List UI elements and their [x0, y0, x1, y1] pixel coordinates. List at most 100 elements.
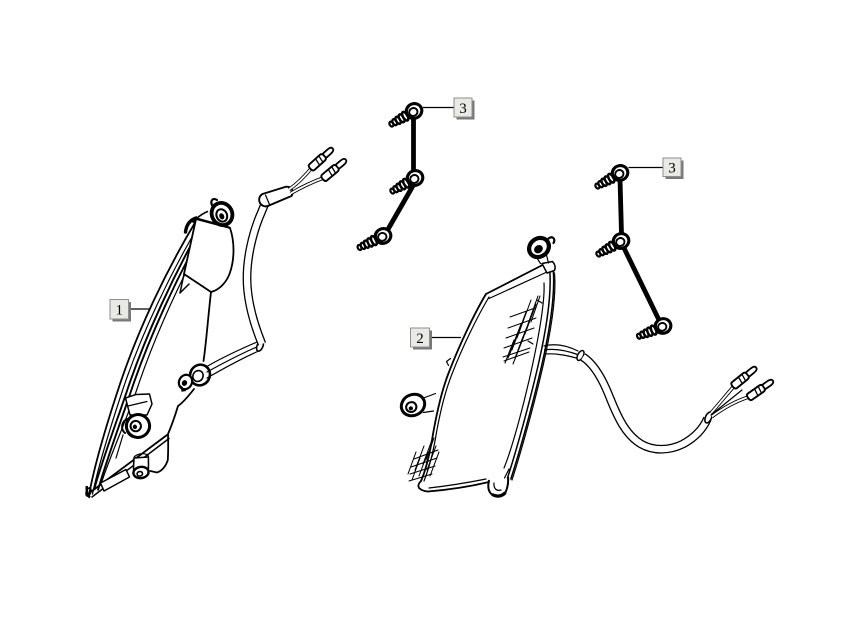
- harness-wire: [205, 341, 258, 368]
- callout-1-label: 1: [115, 303, 123, 319]
- detail-stroke: [121, 418, 129, 434]
- apex-hook-line: [195, 210, 209, 220]
- hatch-line: [413, 449, 439, 460]
- lens-bottom-corner: [417, 480, 429, 493]
- callout-1[interactable]: 1: [109, 299, 150, 322]
- lens-top-edge: [485, 263, 545, 295]
- lens-outer-edge: [88, 220, 197, 496]
- housing-right-edge: [202, 291, 212, 362]
- detail-stroke: [581, 354, 711, 453]
- hatch-line: [503, 351, 530, 362]
- screw-set-drawing-right: [592, 161, 676, 345]
- detail-stroke: [493, 482, 502, 491]
- callout-3-left[interactable]: 3: [423, 97, 475, 120]
- detail-stroke: [133, 453, 149, 459]
- wire-stub-socket: [177, 363, 212, 392]
- socket-clip: [126, 430, 134, 438]
- harness-wire: [543, 348, 580, 356]
- harness-wire: [543, 344, 579, 352]
- detail-stroke: [508, 269, 553, 480]
- detail-stroke: [711, 395, 751, 418]
- detail-ellipse: [136, 470, 144, 477]
- hatch-line: [411, 457, 421, 481]
- grommet-icon: [209, 200, 235, 228]
- detail-ellipse: [124, 413, 152, 439]
- bulb-socket-ring: [399, 392, 427, 418]
- detail-stroke: [504, 476, 510, 493]
- detail-stroke: [115, 434, 124, 459]
- lens-bottom-edge: [427, 481, 490, 493]
- detail-ellipse: [408, 406, 413, 411]
- detail-ellipse: [215, 208, 229, 223]
- detail-stroke: [710, 389, 743, 416]
- detail-ellipse: [181, 380, 188, 386]
- screw-icon: [386, 99, 426, 129]
- detail-stroke: [487, 479, 493, 496]
- hatch-line: [502, 347, 531, 358]
- detail-ellipse: [399, 392, 427, 418]
- detail-stroke: [445, 357, 452, 367]
- callout-3-left-label: 3: [459, 101, 467, 117]
- hatch-line: [429, 451, 440, 477]
- callout-3-right-box: [662, 157, 682, 177]
- harness-wire: [544, 353, 581, 360]
- hatch-line: [512, 335, 525, 365]
- harness-sleeve: [258, 185, 294, 208]
- detail-stroke: [422, 392, 437, 414]
- housing-lower-edge: [149, 388, 195, 474]
- hatch-line: [511, 311, 527, 351]
- housing-top-face: [183, 218, 235, 293]
- lens-inner-edge: [91, 223, 201, 495]
- harness-wire: [206, 349, 262, 379]
- callout-2-label: 2: [416, 331, 424, 347]
- lens-tip-edge: [85, 485, 91, 499]
- detail-ellipse: [219, 213, 225, 220]
- detail-ellipse: [132, 424, 138, 430]
- detail-stroke: [180, 385, 187, 392]
- hatch-line: [408, 473, 433, 482]
- grommet-tab: [210, 197, 219, 208]
- lens-left-edge: [420, 293, 487, 482]
- callout-3-right-label: 3: [668, 161, 676, 177]
- hatch-pattern-upper: [502, 295, 541, 365]
- grommet-icon: [527, 235, 551, 260]
- detail-ellipse: [534, 245, 543, 254]
- detail-stroke: [527, 299, 543, 345]
- hatch-line: [418, 451, 429, 477]
- bullet-connector-icon: [744, 376, 776, 403]
- screw-icon: [592, 161, 632, 191]
- detail-ellipse: [192, 369, 204, 383]
- bulb-socket-ring: [124, 413, 152, 439]
- hatch-line: [509, 307, 536, 318]
- hatch-line: [504, 339, 515, 364]
- callout-3-right[interactable]: 3: [628, 157, 684, 179]
- detail-ellipse: [129, 419, 142, 433]
- callout-1-box: [109, 299, 129, 320]
- bullet-connector-icon: [729, 363, 760, 391]
- lens-bezel-line: [503, 282, 545, 469]
- screw-icon: [634, 311, 676, 345]
- grommet-tab: [547, 236, 556, 245]
- harness-tube: [580, 353, 712, 454]
- detail-stroke: [243, 199, 269, 346]
- detail-stroke: [95, 227, 204, 491]
- mounting-boss-end: [132, 465, 150, 480]
- screw-link-bar: [621, 245, 662, 322]
- front-turn-signal-drawing-2: [399, 235, 776, 498]
- detail-ellipse: [405, 401, 418, 414]
- front-turn-signal-drawing-1: [85, 144, 350, 499]
- hatch-line: [516, 299, 532, 339]
- lens-right-edge-outer: [511, 272, 556, 481]
- hatch-line: [505, 327, 535, 339]
- detail-stroke: [503, 468, 510, 479]
- screw-link-bar: [384, 182, 417, 233]
- housing-face-notch: [179, 273, 190, 294]
- lens-apex-beak: [541, 260, 556, 274]
- lens-apex-beak: [183, 216, 198, 234]
- harness-collar: [576, 349, 585, 362]
- callout-2[interactable]: 2: [410, 327, 462, 350]
- hatch-line: [409, 465, 436, 475]
- bottom-foot: [491, 491, 507, 498]
- screw-icon: [354, 222, 396, 255]
